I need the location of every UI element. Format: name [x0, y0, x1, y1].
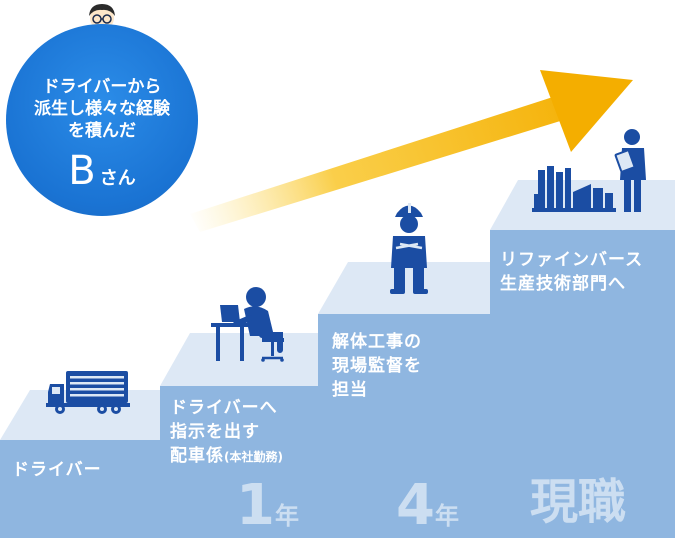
step-4-label-line: リファインバース	[500, 250, 644, 270]
step-3-label-line: 担当	[332, 380, 368, 400]
step-3-label-line: 解体工事の	[332, 332, 422, 352]
step-2-years: 1年	[236, 478, 299, 534]
bubble-line-1: ドライバーから	[42, 77, 162, 97]
step-4-label-line: 生産技術部門へ	[500, 274, 626, 294]
step-3-years: 4年	[396, 478, 459, 534]
bubble-line-2: 派生し様々な経験	[34, 99, 170, 119]
step-2-block	[160, 333, 346, 538]
step-2-label-note: (本社勤務)	[224, 450, 283, 464]
step-3-block	[318, 262, 518, 538]
step-1-block	[0, 390, 188, 538]
step-2-label: ドライバーへ 指示を出す 配車係(本社勤務)	[170, 396, 283, 469]
step-2-label-line: ドライバーへ	[170, 398, 278, 418]
office-worker-icon	[211, 287, 284, 362]
step-1-label-line: ドライバー	[12, 460, 102, 480]
step-3-years-unit: 年	[434, 502, 459, 530]
bubble-name: B	[68, 148, 96, 194]
step-1-label: ドライバー	[12, 458, 102, 482]
step-4-label: リファインバース 生産技術部門へ	[500, 248, 643, 296]
bubble-line-3: を積んだ	[68, 121, 136, 141]
truck-icon	[46, 371, 130, 414]
growth-arrow	[190, 70, 633, 232]
factory-engineer-icon	[614, 129, 646, 212]
step-2-years-unit: 年	[274, 502, 299, 530]
step-3-label: 解体工事の 現場監督を 担当	[332, 330, 422, 402]
step-2-label-line: 配車係	[170, 446, 224, 466]
factory-icon	[532, 166, 616, 212]
step-3-label-line: 現場監督を	[332, 356, 422, 376]
step-4-current: 現職	[530, 474, 627, 530]
site-supervisor-icon	[390, 203, 428, 294]
step-3-years-number: 4	[396, 473, 435, 538]
bubble-honorific: さん	[99, 168, 136, 189]
step-2-label-line: 指示を出す	[170, 422, 260, 442]
step-2-years-number: 1	[236, 473, 275, 538]
